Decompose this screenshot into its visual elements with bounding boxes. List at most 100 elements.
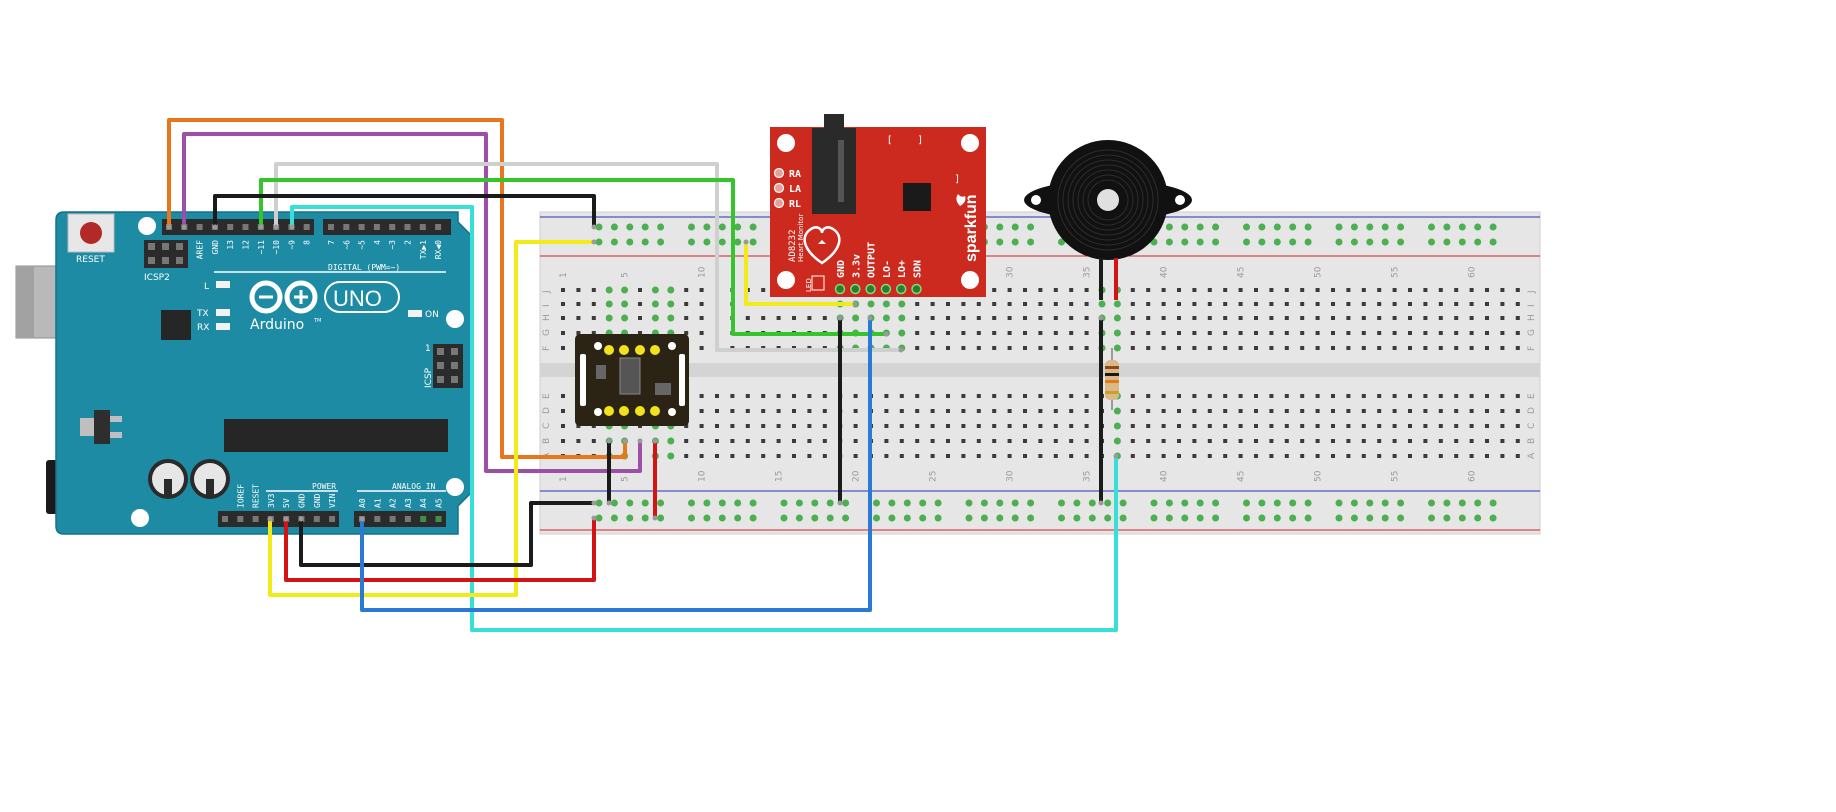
breadboard-hole[interactable] bbox=[1454, 288, 1459, 292]
breadboard-hole-connected[interactable] bbox=[1113, 422, 1121, 430]
breadboard-hole[interactable] bbox=[1408, 288, 1412, 292]
breadboard-hole[interactable] bbox=[1177, 346, 1181, 350]
breadboard-hole[interactable] bbox=[576, 302, 581, 306]
breadboard-hole[interactable] bbox=[1515, 409, 1520, 413]
rail-hole-connected[interactable] bbox=[718, 238, 726, 246]
breadboard-hole[interactable] bbox=[884, 424, 889, 428]
breadboard-hole[interactable] bbox=[1346, 302, 1351, 306]
breadboard-hole[interactable] bbox=[1423, 302, 1428, 306]
breadboard-hole[interactable] bbox=[822, 454, 827, 458]
breadboard-hole[interactable] bbox=[561, 302, 565, 306]
breadboard-hole[interactable] bbox=[1192, 288, 1197, 292]
breadboard-hole[interactable] bbox=[976, 439, 981, 443]
breadboard-hole[interactable] bbox=[1038, 454, 1043, 458]
breadboard-hole-connected[interactable] bbox=[852, 314, 860, 322]
rail-hole[interactable] bbox=[903, 499, 911, 507]
breadboard-hole[interactable] bbox=[1146, 454, 1151, 458]
breadboard-hole[interactable] bbox=[1177, 302, 1181, 306]
breadboard-hole[interactable] bbox=[1238, 288, 1243, 292]
breadboard-hole[interactable] bbox=[1146, 394, 1151, 398]
breadboard-hole[interactable] bbox=[1023, 316, 1027, 320]
breadboard-hole[interactable] bbox=[1300, 346, 1305, 350]
rail-hole[interactable] bbox=[1073, 514, 1081, 522]
breadboard-hole[interactable] bbox=[591, 302, 596, 306]
breadboard-hole[interactable] bbox=[1377, 302, 1382, 306]
header-pin[interactable] bbox=[343, 224, 350, 230]
breadboard-hole[interactable] bbox=[1515, 424, 1520, 428]
breadboard-hole[interactable] bbox=[1223, 394, 1228, 398]
breadboard-hole[interactable] bbox=[946, 316, 950, 320]
breadboard-hole[interactable] bbox=[1161, 439, 1166, 443]
breadboard-hole[interactable] bbox=[761, 316, 766, 320]
breadboard-hole[interactable] bbox=[822, 394, 827, 398]
breadboard-hole-connected[interactable] bbox=[1113, 314, 1121, 322]
breadboard-hole[interactable] bbox=[961, 439, 966, 443]
breadboard-hole[interactable] bbox=[1084, 394, 1089, 398]
breadboard-hole[interactable] bbox=[1515, 331, 1520, 335]
rail-hole-connected[interactable] bbox=[749, 238, 757, 246]
breadboard-hole[interactable] bbox=[1146, 424, 1151, 428]
breadboard-hole[interactable] bbox=[915, 424, 920, 428]
breadboard-hole[interactable] bbox=[699, 394, 704, 398]
breadboard-hole[interactable] bbox=[1223, 409, 1228, 413]
header-pin[interactable] bbox=[389, 516, 396, 522]
breadboard-hole[interactable] bbox=[899, 454, 904, 458]
rail-hole-connected[interactable] bbox=[595, 499, 603, 507]
breadboard-hole[interactable] bbox=[684, 454, 689, 458]
breadboard-hole[interactable] bbox=[822, 316, 827, 320]
rail-hole[interactable] bbox=[980, 499, 988, 507]
header-pin[interactable] bbox=[242, 224, 249, 230]
breadboard-hole[interactable] bbox=[1007, 454, 1012, 458]
breadboard-hole[interactable] bbox=[715, 439, 719, 443]
wire-yellow[interactable] bbox=[268, 240, 596, 597]
breadboard-hole[interactable] bbox=[1269, 302, 1274, 306]
breadboard-hole[interactable] bbox=[1331, 331, 1335, 335]
ecg-pin-pad[interactable] bbox=[911, 283, 922, 295]
breadboard-hole[interactable] bbox=[1192, 409, 1197, 413]
breadboard-hole[interactable] bbox=[1161, 288, 1166, 292]
breadboard-hole[interactable] bbox=[1361, 424, 1366, 428]
breadboard-hole[interactable] bbox=[1361, 316, 1366, 320]
rail-hole[interactable] bbox=[1289, 238, 1297, 246]
header-pin[interactable] bbox=[227, 224, 234, 230]
breadboard-hole[interactable] bbox=[730, 454, 735, 458]
breadboard-hole[interactable] bbox=[576, 288, 581, 292]
rail-hole[interactable] bbox=[795, 499, 803, 507]
breadboard-hole[interactable] bbox=[1500, 439, 1505, 443]
breadboard-hole[interactable] bbox=[1177, 424, 1181, 428]
breadboard-hole[interactable] bbox=[1053, 424, 1058, 428]
rail-hole[interactable] bbox=[1335, 223, 1343, 231]
rail-hole[interactable] bbox=[842, 499, 850, 507]
breadboard-hole[interactable] bbox=[561, 409, 565, 413]
rail-hole[interactable] bbox=[826, 514, 834, 522]
rail-hole-connected[interactable] bbox=[718, 499, 726, 507]
breadboard-hole[interactable] bbox=[1469, 288, 1474, 292]
header-pin[interactable] bbox=[404, 516, 411, 522]
breadboard-hole[interactable] bbox=[715, 454, 719, 458]
wire-red[interactable] bbox=[284, 516, 596, 582]
breadboard-hole[interactable] bbox=[1254, 409, 1258, 413]
breadboard-hole[interactable] bbox=[1192, 454, 1197, 458]
breadboard-hole[interactable] bbox=[576, 316, 581, 320]
breadboard-hole[interactable] bbox=[761, 439, 766, 443]
rail-hole[interactable] bbox=[1119, 514, 1127, 522]
rail-hole-connected[interactable] bbox=[734, 238, 742, 246]
breadboard-hole[interactable] bbox=[1346, 439, 1351, 443]
breadboard-hole[interactable] bbox=[1192, 302, 1197, 306]
breadboard-hole[interactable] bbox=[1223, 288, 1228, 292]
rail-hole[interactable] bbox=[1443, 223, 1451, 231]
breadboard-hole[interactable] bbox=[1300, 331, 1305, 335]
breadboard-hole-connected[interactable] bbox=[1113, 344, 1121, 352]
breadboard-hole[interactable] bbox=[1192, 331, 1197, 335]
rail-hole[interactable] bbox=[1304, 499, 1312, 507]
breadboard-hole[interactable] bbox=[1346, 409, 1351, 413]
breadboard-hole[interactable] bbox=[1346, 288, 1351, 292]
rail-hole[interactable] bbox=[811, 499, 819, 507]
ecg-pin-pad[interactable] bbox=[895, 283, 907, 295]
rail-hole[interactable] bbox=[1458, 499, 1466, 507]
breadboard-hole[interactable] bbox=[915, 316, 920, 320]
breadboard-hole[interactable] bbox=[792, 394, 796, 398]
breadboard-hole[interactable] bbox=[946, 424, 950, 428]
breadboard-hole[interactable] bbox=[1238, 454, 1243, 458]
breadboard-hole[interactable] bbox=[1146, 331, 1151, 335]
